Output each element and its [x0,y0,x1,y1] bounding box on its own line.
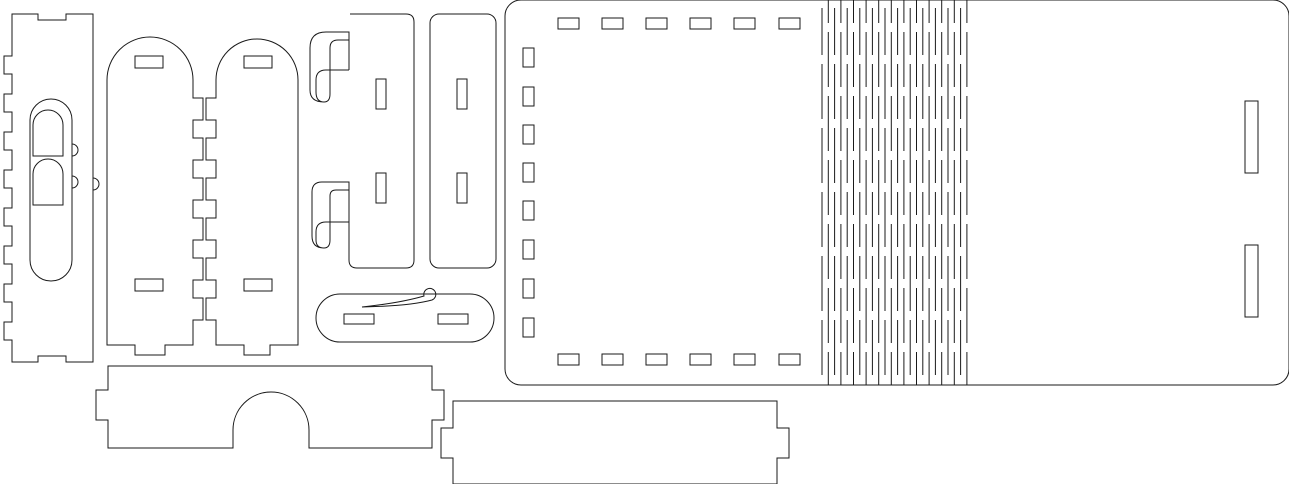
clip-slot-right [438,314,468,324]
arch-bottom-panel [96,366,444,448]
bottom-slot-6 [779,354,800,365]
left-slot-7 [523,279,534,298]
top-slot-3 [646,18,667,29]
bottom-slot-2 [602,354,623,365]
left-slot-8 [523,318,534,337]
rounded-panel-left-slot-top [135,56,163,68]
lower-window [33,159,63,205]
bottom-slot-5 [734,354,755,365]
right-slot-lower [1245,245,1258,317]
rounded-panel-right-slot-bottom [244,279,272,291]
hinge-panel-outline [505,0,1289,385]
strip-slot-lower [457,173,467,203]
comb-side-piece [4,14,99,362]
rounded-panel-left [107,37,203,355]
tab-bottom-panel [441,401,789,484]
top-slot-5 [734,18,755,29]
bottom-slot-1 [558,354,579,365]
comb-side-outline [4,14,93,362]
pill-cutout [30,99,72,281]
left-slot-1 [523,48,534,67]
bump-upper [72,144,78,156]
slotted-strip [430,14,496,268]
left-slot-4 [523,163,534,182]
bump-edge [93,178,99,190]
hook-bracket-outline [310,14,414,268]
rounded-panel-right-outline [206,39,298,355]
clip-outline [316,294,494,342]
top-slot-2 [602,18,623,29]
left-slot-6 [523,240,534,259]
rounded-panel-left-outline [107,37,203,355]
strip-slot-upper [457,79,467,109]
rounded-panel-right-slot-top [244,56,272,68]
top-slot-6 [779,18,800,29]
rounded-panel-left-slot-bottom [135,279,163,291]
left-slot-3 [523,125,534,144]
bump-lower [72,176,78,188]
hook-slot-lower [376,173,386,203]
right-slot-upper [1245,101,1258,173]
arch-panel-outline [96,366,444,448]
upper-window [33,110,63,156]
hook-bracket [310,14,414,268]
rounded-panel-right [206,39,298,355]
tab-panel-outline [441,401,789,484]
top-slot-4 [690,18,711,29]
clip-slot-left [344,314,374,324]
top-slot-1 [558,18,579,29]
clip-tongue [362,288,436,307]
living-hinge-panel [505,0,1289,385]
bottom-slot-4 [690,354,711,365]
bottom-slot-3 [646,354,667,365]
left-slot-2 [523,87,534,106]
left-slot-5 [523,201,534,220]
strip-outline [430,14,496,268]
clip-piece [316,288,494,342]
hook-slot-upper [376,79,386,109]
